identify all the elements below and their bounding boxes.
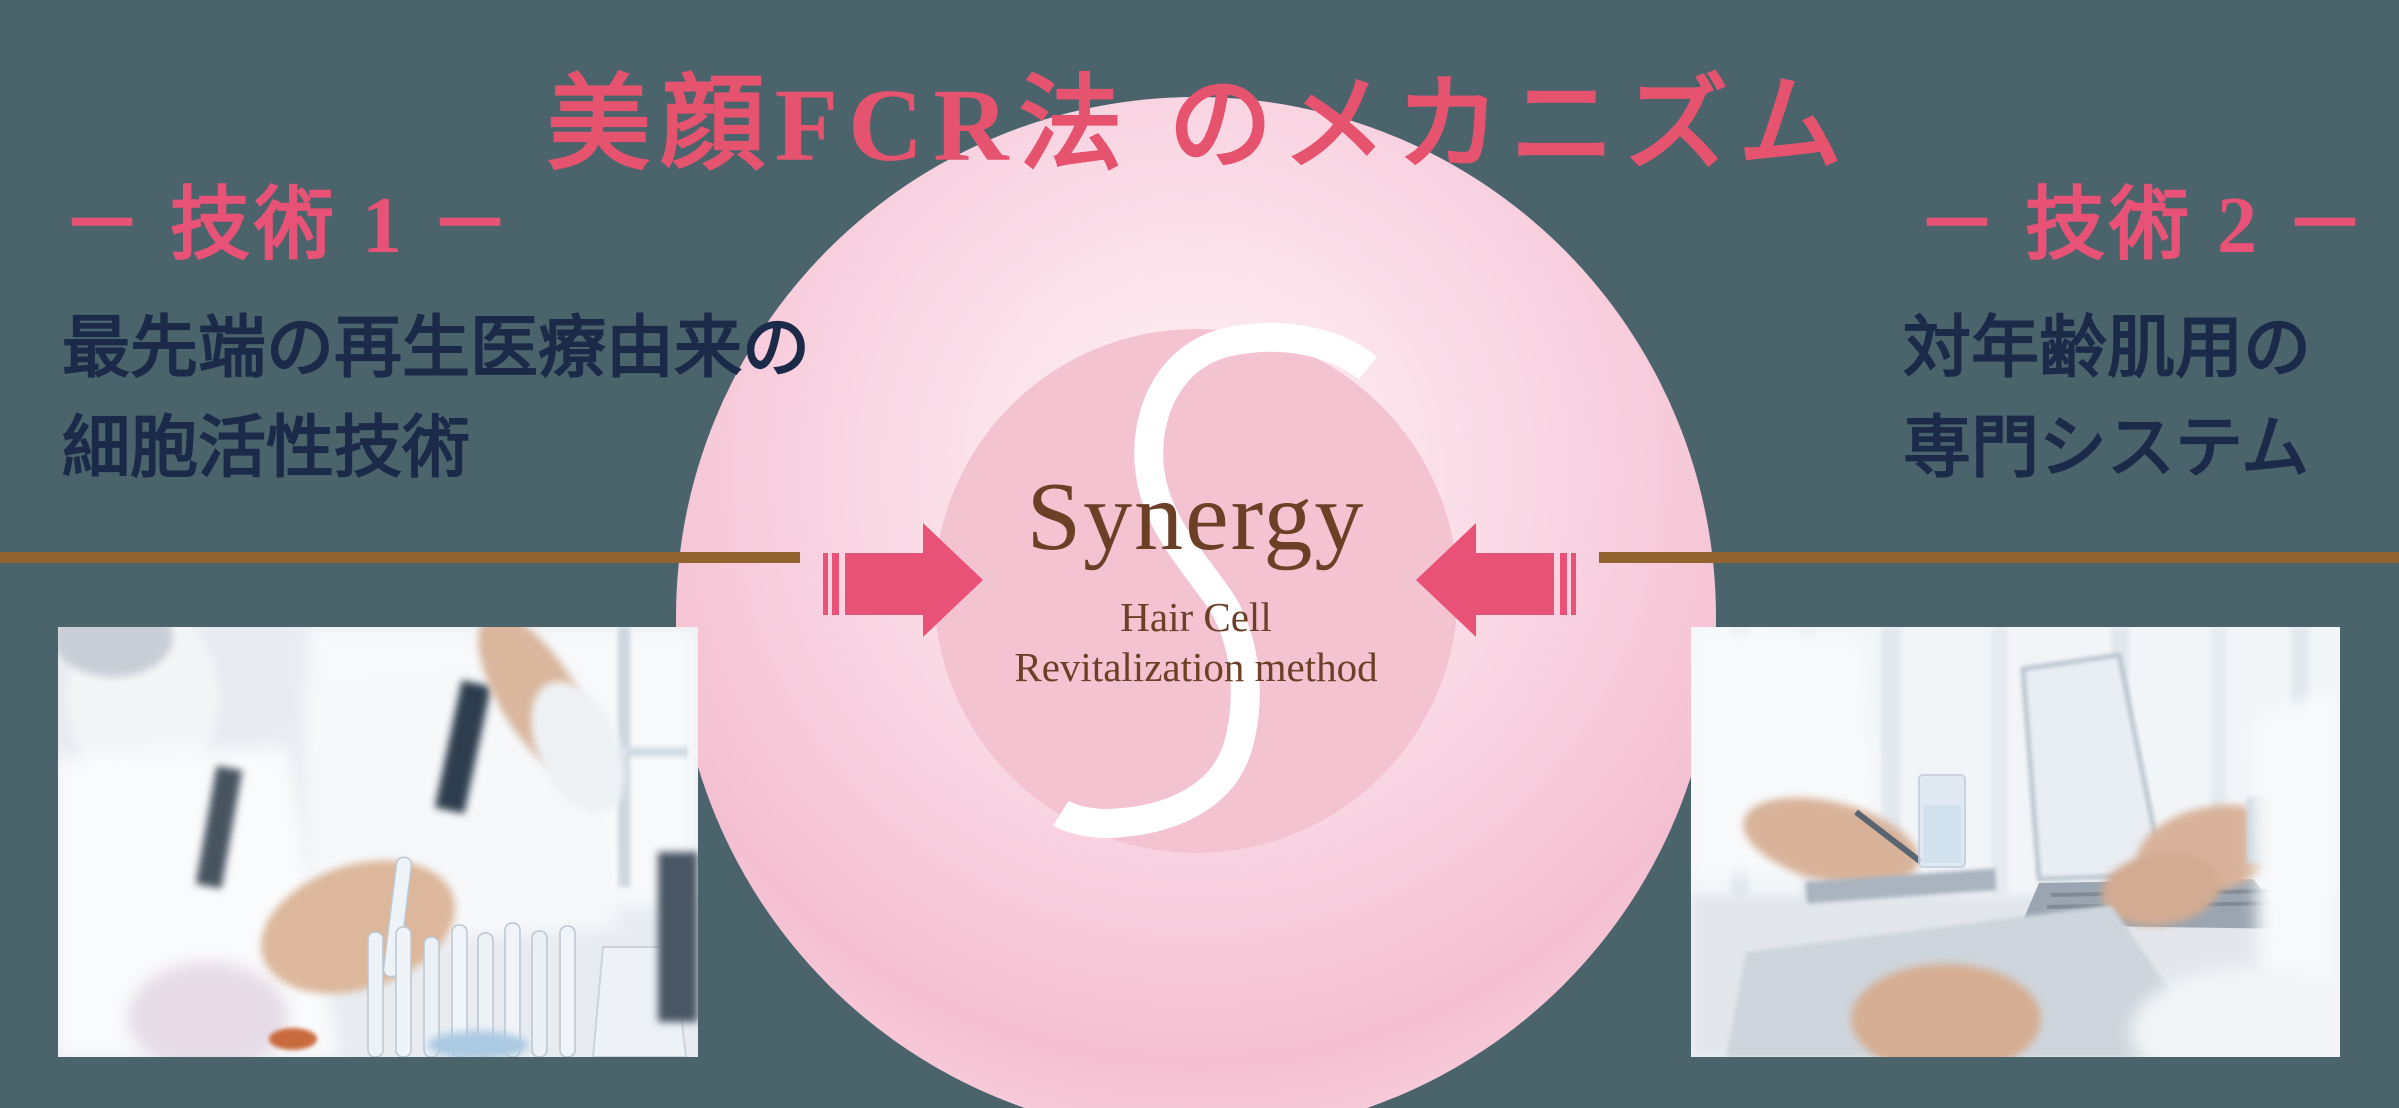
synergy-center-block: Synergy Hair Cell Revitalization method	[946, 458, 1446, 692]
technology-1-label: － 技術 1 －	[62, 182, 514, 270]
technology-2-line1: 対年齢肌用の	[1903, 310, 2312, 386]
monitor-edge	[658, 852, 698, 1022]
page-title: 美顔FCR法 のメカニズム	[546, 67, 1853, 183]
technology-2-block: － 技術 2 － 対年齢肌用の 専門システム	[1903, 180, 2369, 498]
synergy-subtitle-line1: Hair Cell	[1120, 594, 1272, 640]
lab-photo	[58, 627, 698, 1057]
technology-2-description: 対年齢肌用の 専門システム	[1903, 298, 2369, 498]
held-test-tube	[382, 856, 413, 978]
synergy-heading: Synergy	[1026, 463, 1366, 571]
technology-1-line2: 細胞活性技術	[62, 410, 471, 486]
meeting-photo-art	[1691, 627, 2340, 1057]
test-tubes	[367, 922, 576, 1057]
writing-hand	[1743, 797, 1919, 887]
pen	[1854, 809, 1923, 865]
white-coat-right	[2251, 687, 2340, 1057]
lab-photo-art	[58, 627, 698, 1057]
clipboard	[1805, 868, 1997, 904]
synergy-subtitle-line2: Revitalization method	[1014, 644, 1378, 690]
orange-cap	[269, 1028, 317, 1050]
lab-coat-left	[58, 747, 338, 1057]
synergy-subtitle: Hair Cell Revitalization method	[946, 592, 1446, 692]
technology-1-block: － 技術 1 － 最先端の再生医療由来の 細胞活性技術	[62, 180, 810, 498]
technology-2-label: － 技術 2 －	[1917, 182, 2369, 270]
meeting-photo	[1691, 627, 2340, 1057]
tie	[195, 765, 243, 889]
technology-1-description: 最先端の再生医療由来の 細胞活性技術	[62, 298, 810, 498]
divider-line-right	[1599, 552, 2399, 563]
technology-1-line1: 最先端の再生医療由来の	[62, 310, 811, 386]
technology-2-line2: 専門システム	[1903, 410, 2309, 486]
holding-hand	[1851, 964, 2041, 1057]
